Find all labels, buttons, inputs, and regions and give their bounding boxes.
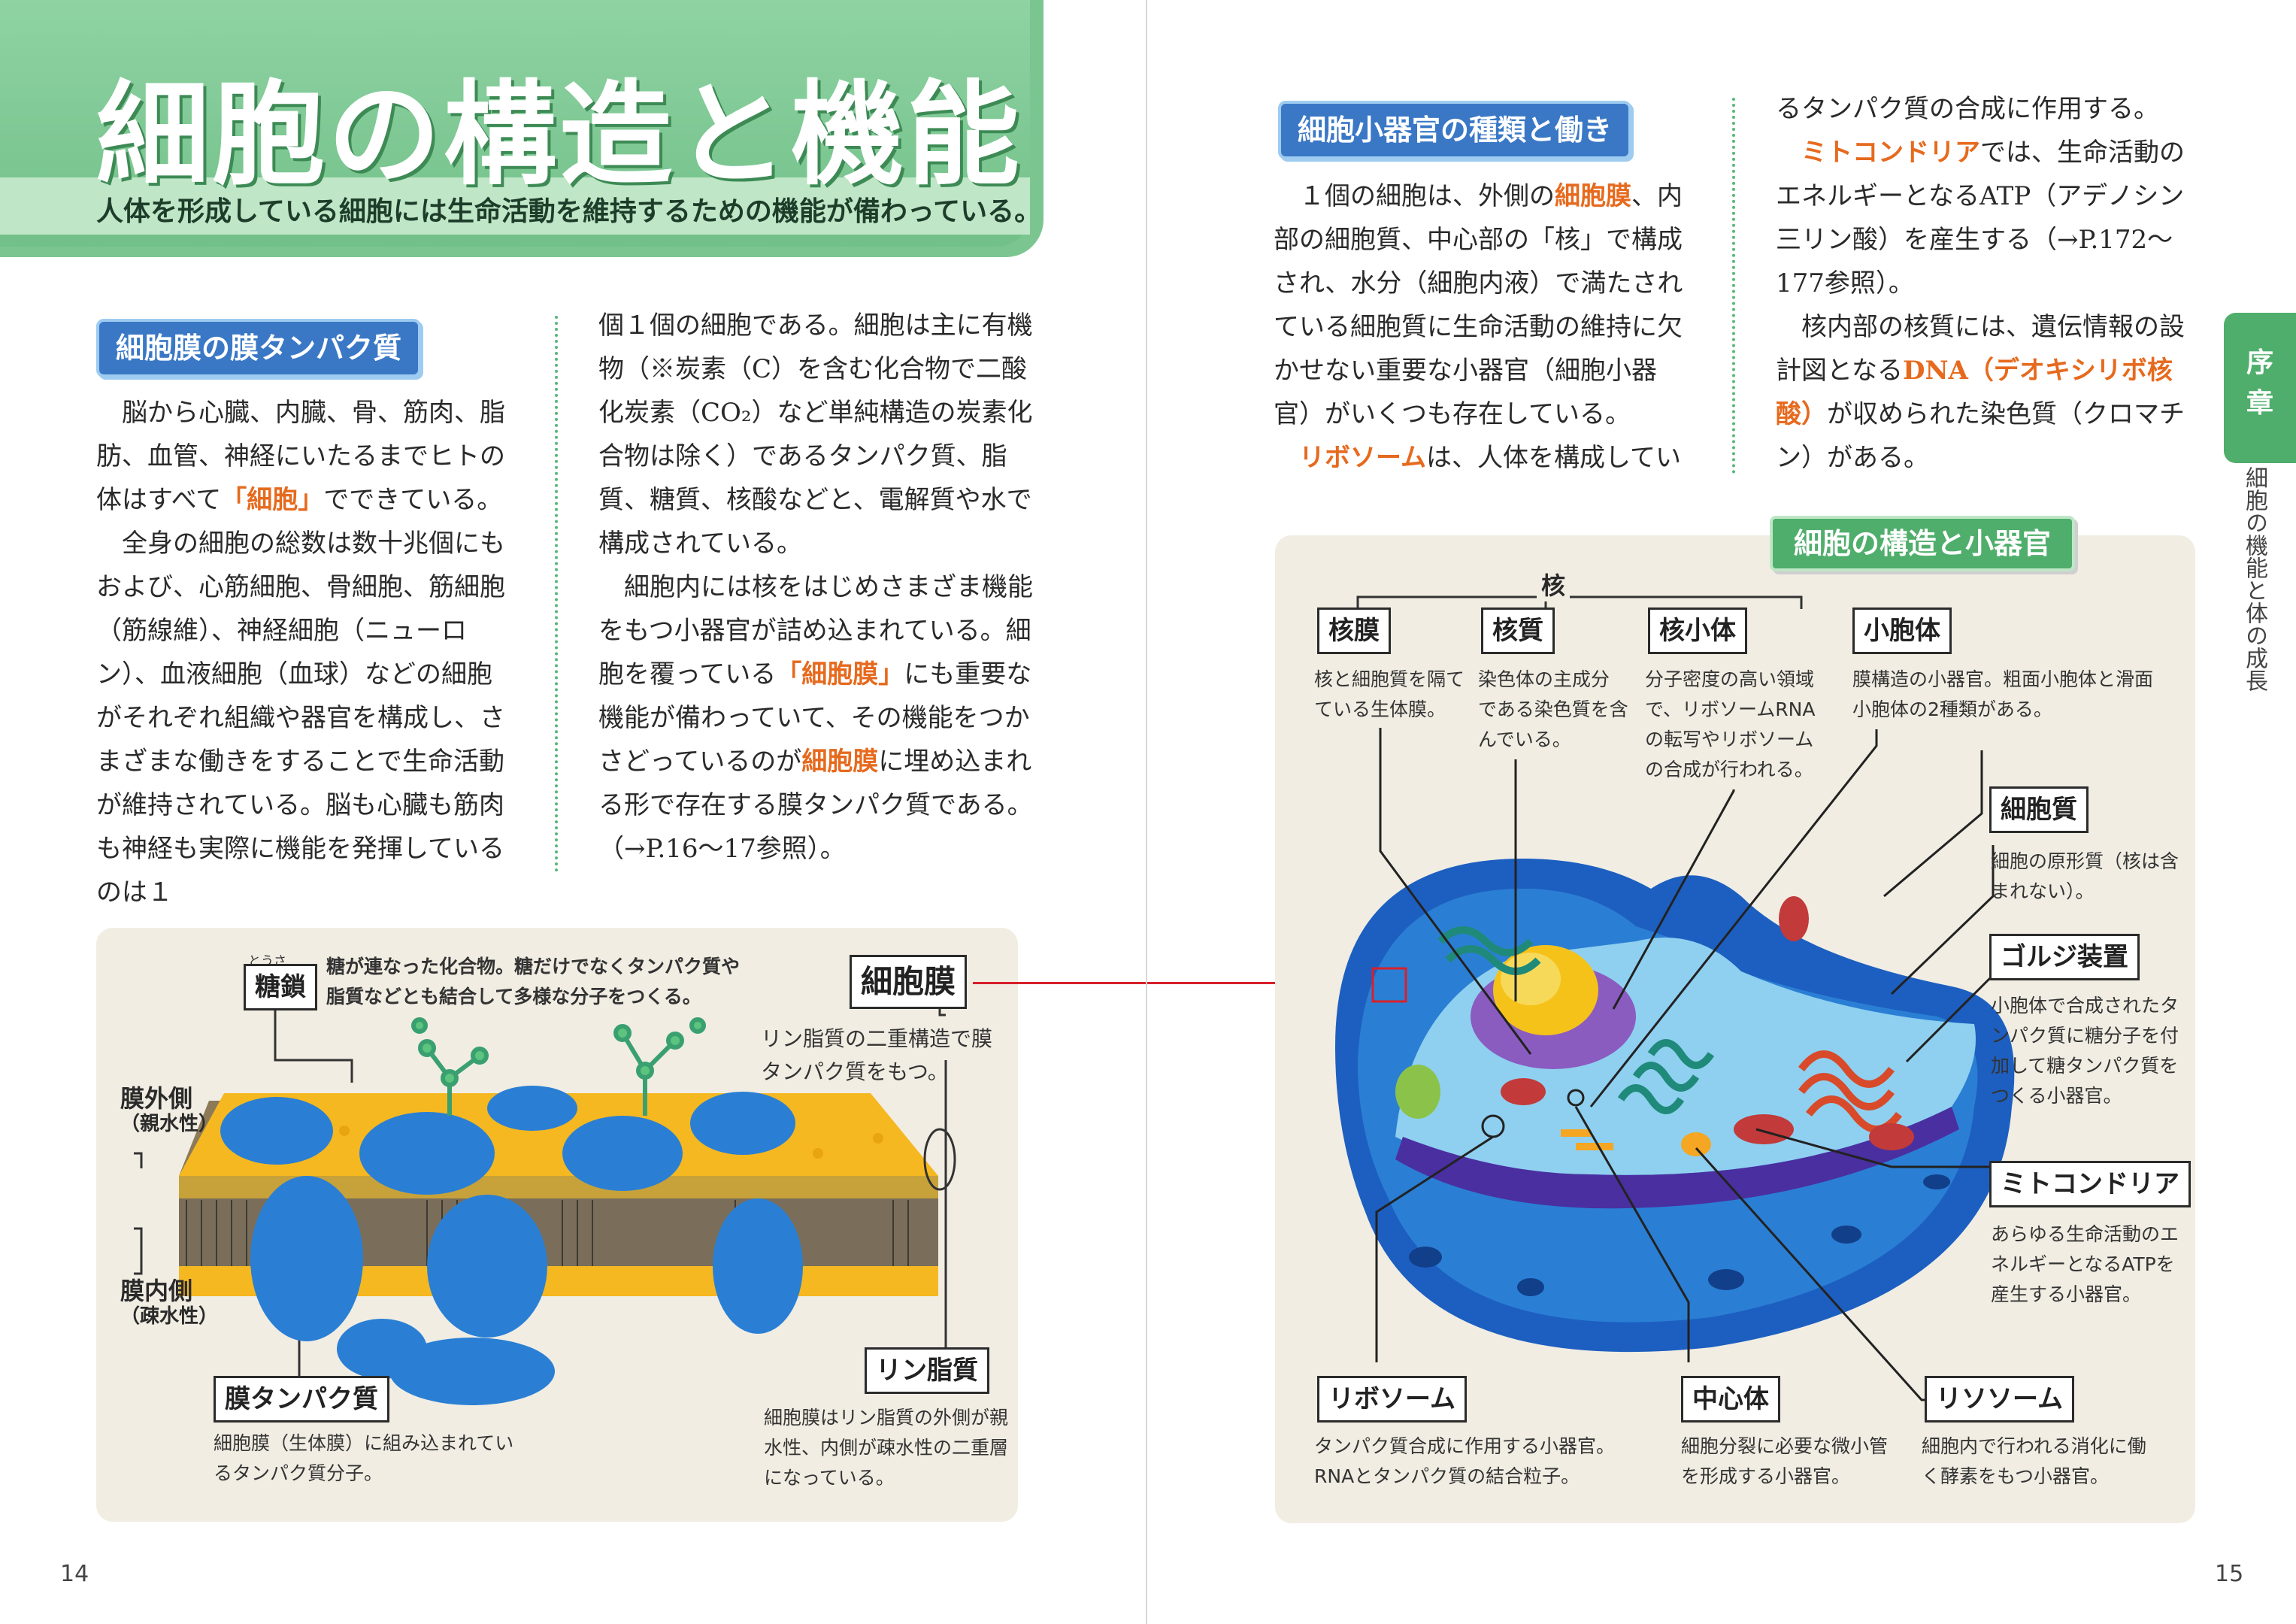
desc-7: タンパク質合成に作用する小器官。RNAとタンパク質の結合粒子。 xyxy=(1314,1435,1616,1487)
section-heading-organelles: 細胞小器官の種類と働き xyxy=(1278,101,1632,159)
cell-figure-title: 細胞の構造と小器官 xyxy=(1770,516,2076,571)
text-run: 核内部の核質には、遺伝情報の設計図となる xyxy=(1776,312,2185,386)
left-column-1: 脳から心臓、内臓、骨、筋肉、脂肪、血管、神経にいたるまでヒトの体はすべて「細胞」… xyxy=(96,391,517,914)
label-inner: 膜内側 xyxy=(120,1277,193,1305)
highlight-term: リボソーム xyxy=(1299,443,1426,473)
right-column-1: １個の細胞は、外側の細胞膜、内部の細胞質、中心部の「核」で構成され、水分（細胞内… xyxy=(1274,174,1695,480)
label-1: 核質 xyxy=(1481,607,1555,654)
label-phospholipid: リン脂質 xyxy=(865,1347,989,1394)
subtitle-band xyxy=(0,177,1030,235)
label-9: リソソーム xyxy=(1925,1376,2074,1423)
label-kaku: 核 xyxy=(1537,567,1571,601)
desc-5: 小胞体で合成されたタンパク質に糖分子を付加して糖タンパク質をつくる小器官。 xyxy=(1991,995,2179,1107)
desc-8: 細胞分裂に必要な微小管を形成する小器官。 xyxy=(1681,1435,1889,1487)
paragraph: リボソームは、人体を構成してい xyxy=(1274,436,1695,480)
label-saibomaku: 細胞膜 xyxy=(850,955,968,1009)
highlight-term: 細胞膜 xyxy=(801,747,879,777)
label-inner-sub: （疎水性） xyxy=(120,1305,219,1328)
label-tousa: 糖鎖 xyxy=(244,964,317,1010)
label-6: ミトコンドリア xyxy=(1989,1161,2191,1207)
chapter-tab-char-2: 章 xyxy=(2246,388,2273,419)
desc-6: あらゆる生命活動のエネルギーとなるATPを産生する小器官。 xyxy=(1991,1223,2179,1305)
desc-1: 染色体の主成分である染色質を含んでいる。 xyxy=(1478,668,1628,750)
text-run: 細胞内には核をはじめさまざま機能をもつ小器官が詰め込まれている。細胞を覆っている xyxy=(598,572,1033,689)
highlight-term: 「細胞膜」 xyxy=(776,659,904,689)
paragraph: 全身の細胞の総数は数十兆個にもおよび、心筋細胞、骨細胞、筋細胞（筋線維）、神経細… xyxy=(96,522,517,914)
text-run: が収められた染色質（クロマチン）がある。 xyxy=(1776,399,2185,473)
paragraph: １個の細胞は、外側の細胞膜、内部の細胞質、中心部の「核」で構成され、水分（細胞内… xyxy=(1274,174,1695,436)
page-subtitle: 人体を形成している細胞には生命活動を維持するための機能が備わっている。 xyxy=(96,196,1042,227)
label-7: リボソーム xyxy=(1317,1376,1467,1423)
text-run xyxy=(1776,138,1801,168)
text-run: では、生命活動のエネルギーとなるATP（アデノシン三リン酸）を産生する（→P.1… xyxy=(1776,138,2185,298)
paragraph: 脳から心臓、内臓、骨、筋肉、脂肪、血管、神経にいたるまでヒトの体はすべて「細胞」… xyxy=(96,391,517,522)
text-run: 、内部の細胞質、中心部の「核」で構成され、水分（細胞内液）で満たされている細胞質… xyxy=(1274,181,1683,429)
label-outer: 膜外側 xyxy=(120,1084,193,1113)
desc-phospholipid: 細胞膜はリン脂質の外側が親水性、内側が疎水性の二重層になっている。 xyxy=(764,1407,1009,1489)
membrane-illustration xyxy=(134,985,956,1409)
section-heading-membrane-protein: 細胞膜の膜タンパク質 xyxy=(96,319,422,377)
left-column-2: 個１個の細胞である。細胞は主に有機物（※炭素（C）を含む化合物で二酸化炭素（CO… xyxy=(598,304,1034,871)
label-3: 小胞体 xyxy=(1852,607,1952,654)
right-column-divider xyxy=(1732,98,1735,474)
text-run: 全身の細胞の総数は数十兆個にもおよび、心筋細胞、骨細胞、筋細胞（筋線維）、神経細… xyxy=(96,529,505,907)
text-run: るタンパク質の合成に作用する。 xyxy=(1776,94,2159,124)
desc-saibomaku: リン脂質の二重構造で膜タンパク質をもつ。 xyxy=(761,1026,993,1084)
text-run: 個１個の細胞である。細胞は主に有機物（※炭素（C）を含む化合物で二酸化炭素（CO… xyxy=(598,311,1033,559)
text-run xyxy=(1274,443,1299,473)
label-2: 核小体 xyxy=(1648,607,1747,654)
desc-4: 細胞の原形質（核は含まれない）。 xyxy=(1991,850,2179,902)
page-number-left: 14 xyxy=(60,1561,89,1587)
book-spine xyxy=(1146,0,1147,1624)
label-8: 中心体 xyxy=(1681,1376,1780,1423)
chapter-vertical-title: 細胞の機能と体の成長 xyxy=(2241,466,2267,692)
label-membrane-protein: 膜タンパク質 xyxy=(214,1376,389,1423)
text-run: にも重要な機能が備わっていて、その機能をつかさどっているのが xyxy=(598,659,1032,777)
paragraph: 個１個の細胞である。細胞は主に有機物（※炭素（C）を含む化合物で二酸化炭素（CO… xyxy=(598,304,1034,565)
page-title: 細胞の構造と機能 xyxy=(96,70,1023,201)
desc-3: 膜構造の小器官。粗面小胞体と滑面小胞体の2種類がある。 xyxy=(1852,668,2154,720)
paragraph: 核内部の核質には、遺伝情報の設計図となるDNA（デオキシリボ核酸）が収められた染… xyxy=(1776,305,2201,480)
chapter-tab: 序 章 xyxy=(2224,313,2296,463)
label-0: 核膜 xyxy=(1317,607,1391,654)
text-run: は、人体を構成してい xyxy=(1425,443,1681,473)
text-run: に埋め込まれる形で存在する膜タンパク質である。（→P.16〜17参照）。 xyxy=(598,747,1033,864)
desc-tousa: 糖が連なった化合物。糖だけでなくタンパク質や脂質などとも結合して多様な分子をつく… xyxy=(326,956,741,1007)
desc-membrane-protein: 細胞膜（生体膜）に組み込まれているタンパク質分子。 xyxy=(214,1432,514,1484)
paragraph: 細胞内には核をはじめさまざま機能をもつ小器官が詰め込まれている。細胞を覆っている… xyxy=(598,565,1034,871)
highlight-term: DNA（デオキシリボ核酸） xyxy=(1776,356,2173,429)
label-5: ゴルジ装置 xyxy=(1989,934,2140,980)
highlight-term: 「細胞」 xyxy=(221,485,324,515)
paragraph: るタンパク質の合成に作用する。 xyxy=(1776,87,2201,131)
text-run: でできている。 xyxy=(323,485,503,515)
desc-9: 細胞内で行われる消化に働く酵素をもつ小器官。 xyxy=(1922,1435,2146,1487)
label-4: 細胞質 xyxy=(1989,786,2089,833)
page-number-right: 15 xyxy=(2215,1561,2244,1587)
label-outer-sub: （親水性） xyxy=(120,1113,219,1135)
membrane-connector-line xyxy=(973,982,1382,984)
text-run: 脳から心臓、内臓、骨、筋肉、脂肪、血管、神経にいたるまでヒトの体はすべて xyxy=(96,398,505,515)
right-column-2: るタンパク質の合成に作用する。 ミトコンドリアでは、生命活動のエネルギーとなるA… xyxy=(1776,87,2201,480)
cell-illustration xyxy=(1335,595,2027,1401)
paragraph: ミトコンドリアでは、生命活動のエネルギーとなるATP（アデノシン三リン酸）を産生… xyxy=(1776,131,2201,305)
desc-2: 分子密度の高い領域で、リボソームRNAの転写やリボソームの合成が行われる。 xyxy=(1645,668,1816,780)
highlight-term: 細胞膜 xyxy=(1555,181,1631,211)
column-divider xyxy=(555,316,558,872)
highlight-term: ミトコンドリア xyxy=(1801,138,1980,168)
chapter-tab-char-1: 序 xyxy=(2246,347,2273,378)
desc-0: 核と細胞質を隔てている生体膜。 xyxy=(1314,668,1465,720)
text-run: １個の細胞は、外側の xyxy=(1274,181,1555,211)
